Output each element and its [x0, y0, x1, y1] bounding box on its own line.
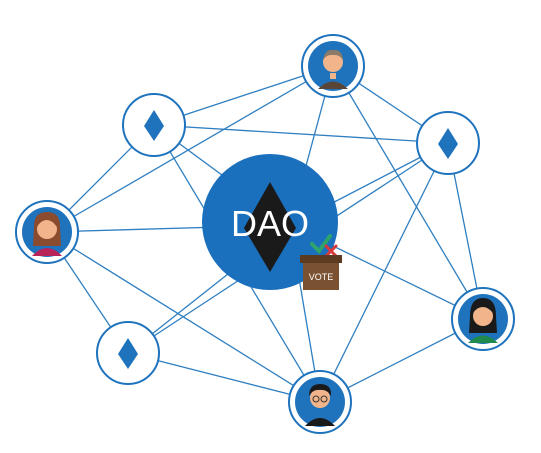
edge: [332, 65, 484, 320]
edge: [319, 142, 449, 403]
edge: [153, 124, 449, 144]
user-node-right: [451, 287, 515, 351]
user-node-bottom: [288, 370, 352, 434]
diamond-icon: [144, 110, 164, 141]
ballot-box-icon: VOTE: [300, 234, 342, 290]
diamond-icon: [118, 338, 138, 369]
dao-hub: DAO VOTE: [202, 154, 342, 290]
woman-icon: [32, 212, 62, 256]
man-icon: [318, 49, 348, 89]
man-glasses-icon: [305, 384, 335, 426]
glasses-icon: [312, 395, 320, 403]
user-node-top: [301, 34, 365, 98]
edge: [46, 65, 334, 233]
dao-label: DAO: [231, 203, 309, 244]
cross-icon: [324, 244, 338, 258]
token-node-top-left: [122, 93, 186, 157]
user-node-left: [15, 200, 79, 264]
ballot-box-lid: [300, 255, 342, 263]
token-node-bottom-left: [96, 321, 160, 385]
token-node-top-right: [416, 111, 480, 175]
woman-black-hair-icon: [468, 298, 498, 343]
diamond-icon: [438, 128, 458, 159]
vote-label: VOTE: [309, 272, 334, 282]
ballot-box-body: [303, 263, 339, 290]
edge: [127, 352, 321, 403]
ethereum-diamond-icon: [244, 182, 296, 272]
check-icon: [310, 234, 332, 255]
